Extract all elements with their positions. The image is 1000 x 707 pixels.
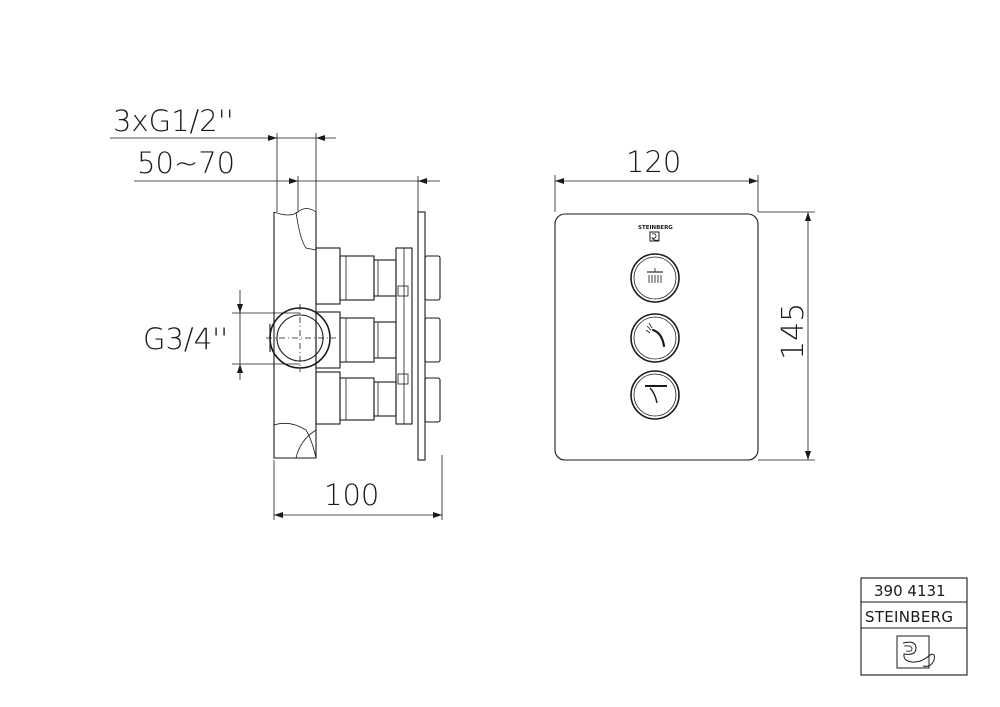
- button-rain-shower[interactable]: [630, 253, 680, 303]
- cover-plate: [554, 213, 759, 461]
- dimension-connections: 3xG1/2'': [110, 104, 336, 212]
- title-block-brand: STEINBERG: [865, 608, 953, 626]
- dimension-depth-total: 100: [273, 455, 443, 520]
- plate-brand-label: STEINBERG: [638, 225, 673, 231]
- spout-icon: [645, 385, 667, 404]
- dim-inlet-label: G3/4'': [143, 322, 228, 356]
- dim-connections-label: 3xG1/2'': [113, 104, 234, 138]
- valve-body: [266, 208, 441, 461]
- dimension-inlet: G3/4'': [143, 290, 300, 380]
- dim-width-label: 120: [626, 145, 681, 179]
- steinberg-logo-icon: [896, 635, 935, 669]
- dimension-width: 120: [554, 145, 759, 212]
- dim-height-label: 145: [776, 303, 811, 360]
- side-view: 3xG1/2'' 50~70 G3/4'' 100: [110, 104, 443, 520]
- dim-depth-total-label: 100: [324, 478, 379, 512]
- title-block: 390 4131 STEINBERG: [860, 577, 968, 676]
- dim-depth-range-label: 50~70: [137, 146, 235, 180]
- article-number: 390 4131: [874, 582, 946, 600]
- rain-shower-icon: [647, 268, 663, 283]
- front-view: 120 145 STEINBERG: [554, 145, 815, 461]
- button-spout[interactable]: [630, 370, 680, 420]
- hand-shower-icon: [645, 322, 666, 348]
- dimension-height: 145: [758, 211, 815, 461]
- dimension-depth-range: 50~70: [134, 146, 440, 212]
- plate-logo: STEINBERG: [638, 225, 673, 242]
- button-hand-shower[interactable]: [630, 313, 680, 363]
